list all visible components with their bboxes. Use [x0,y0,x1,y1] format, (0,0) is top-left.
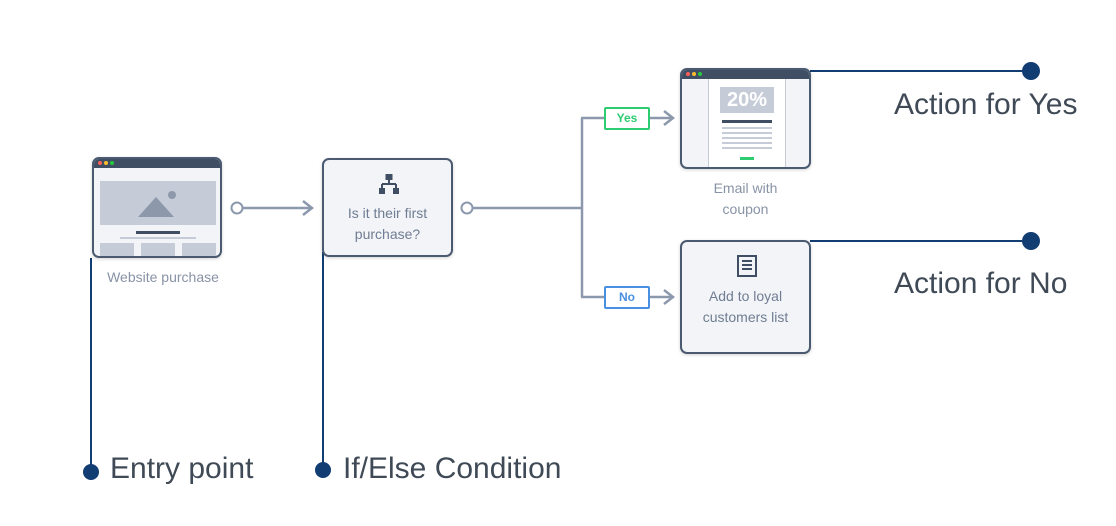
entry-node[interactable] [92,157,222,258]
window-chrome [682,70,809,79]
connector-port [460,201,474,215]
entry-point-annotation: Entry point [110,452,254,485]
list-icon [737,255,757,277]
annotation-dot [315,462,331,478]
text-line [136,231,180,234]
thumbnail [100,243,134,256]
arrow-head [302,200,315,216]
action-no-annotation: Action for No [894,267,1068,300]
text-line [722,142,772,144]
action-yes-annotation: Action for Yes [894,88,1078,121]
list-label: Add to loyal customers list [702,288,789,325]
annotation-dot [83,464,99,480]
yes-tag: Yes [604,107,650,130]
condition-annotation: If/Else Condition [343,452,562,485]
email-caption: Email with coupon [713,180,778,217]
email-template-icon: 20% [708,79,786,167]
image-icon [138,191,176,217]
entry-caption: Website purchase [107,269,219,285]
text-line [722,147,772,149]
thumbnail [141,243,175,256]
coupon-value: 20% [720,87,774,113]
connector-port [230,201,244,215]
text-line [120,237,196,239]
condition-label: Is it their first purchase? [347,205,428,242]
text-line [722,127,772,129]
condition-node[interactable]: Is it their first purchase? [322,158,453,257]
branch-icon [379,174,399,194]
thumbnail [182,243,216,256]
cta-button [740,157,754,160]
arrow-head [663,289,676,305]
text-line [722,120,772,123]
annotation-dot [1022,62,1040,80]
text-line [722,132,772,134]
no-tag: No [604,286,650,309]
text-line [722,137,772,139]
email-node[interactable]: 20% [680,68,811,169]
annotation-dot [1022,232,1040,250]
list-node[interactable]: Add to loyal customers list [680,240,811,354]
window-chrome [94,159,220,168]
hero-image [100,181,216,225]
arrow-head [663,110,676,126]
